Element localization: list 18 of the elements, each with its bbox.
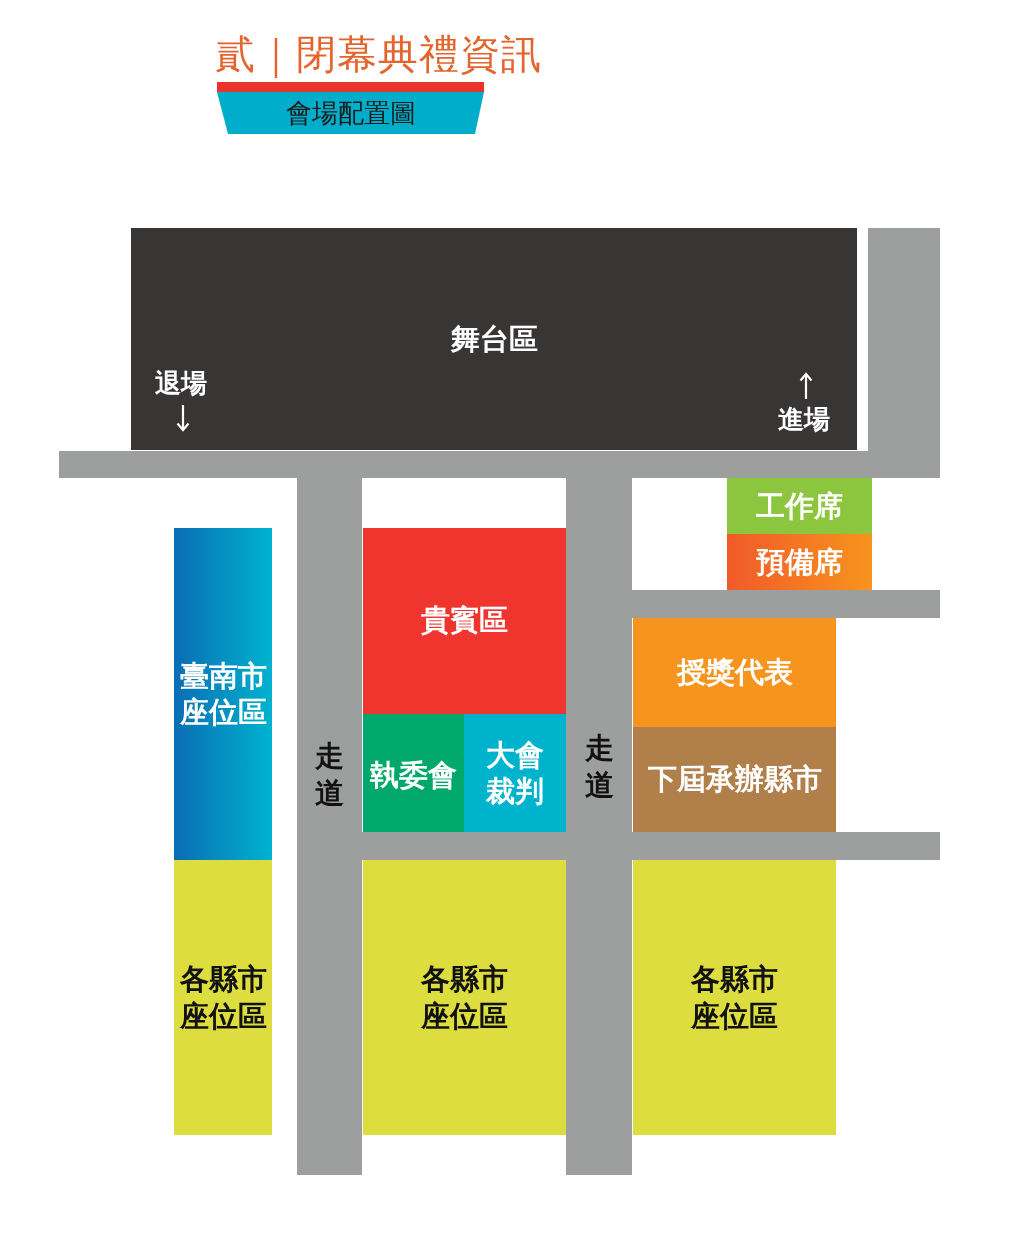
walkway: 走道: [297, 478, 362, 1175]
page-title: 貳｜閉幕典禮資訊: [215, 30, 542, 78]
entrance-label: 進場: [778, 404, 830, 436]
award-representatives-zone: 授獎代表: [633, 618, 836, 727]
stage-label: 舞台區: [449, 321, 539, 358]
county-seating-zone: 各縣市座位區: [633, 860, 836, 1135]
committee-seating-zone: 執委會: [363, 714, 464, 832]
staff-seating-zone: 工作席: [727, 478, 872, 534]
reserve-seating-zone: 預備席: [727, 534, 872, 590]
county-seating-zone: 各縣市座位區: [174, 860, 272, 1135]
exit-label: 退場: [155, 368, 207, 400]
vip-seating-zone: 貴賓區: [363, 528, 566, 714]
stage-zone: [131, 228, 857, 450]
referee-seating-zone: 大會裁判: [464, 714, 566, 832]
next-host-county-zone: 下屆承辦縣市: [633, 727, 836, 832]
host-city-seating-zone: 臺南市座位區: [174, 528, 272, 860]
county-seating-zone: 各縣市座位區: [363, 860, 566, 1135]
walkway: 走道: [566, 478, 632, 1175]
